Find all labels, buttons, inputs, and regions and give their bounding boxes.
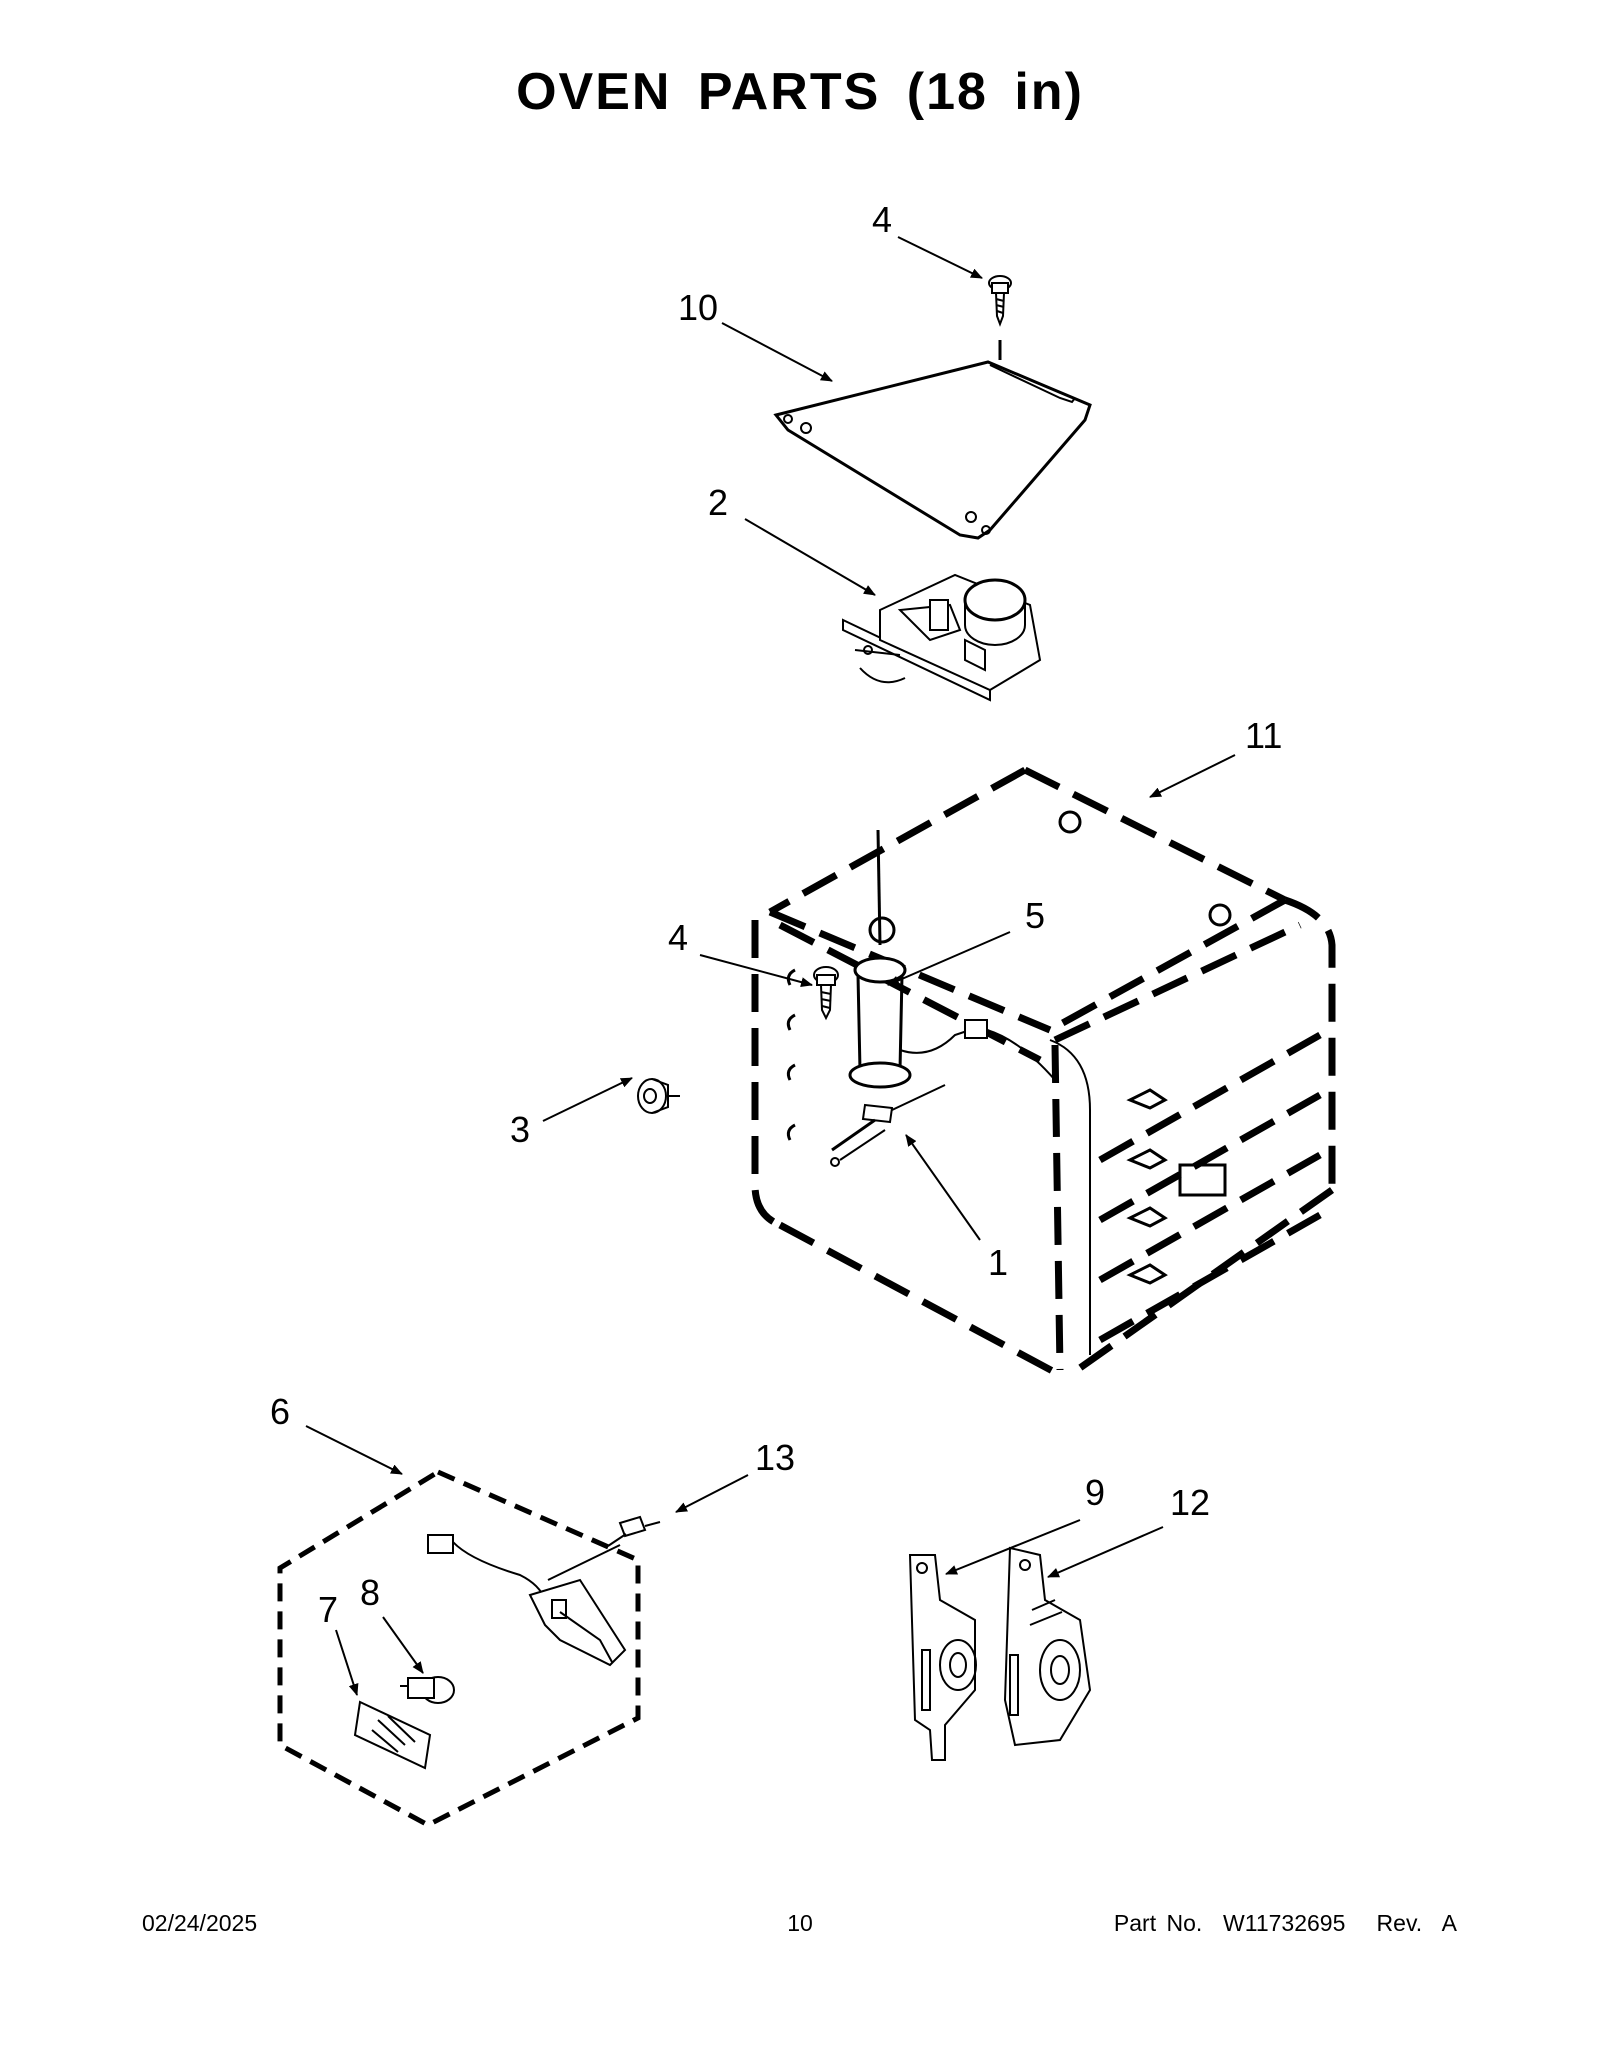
part-7-lens[interactable]	[353, 1700, 432, 1770]
callout-5: 5	[1025, 895, 1045, 936]
callout-4-side: 4	[668, 917, 688, 958]
part-4-screw-top[interactable]	[988, 275, 1012, 360]
part-9-hinge[interactable]	[908, 1554, 977, 1761]
part-12-hinge[interactable]	[1003, 1546, 1092, 1747]
callout-7: 7	[318, 1589, 338, 1630]
callout-6: 6	[270, 1391, 290, 1432]
part-4-screw-side[interactable]	[813, 966, 839, 1021]
part-13-screw[interactable]	[547, 1515, 661, 1581]
light-housing-harness	[427, 1534, 627, 1667]
part-6-light-kit-outline[interactable]	[277, 1469, 641, 1828]
callout-3: 3	[510, 1109, 530, 1150]
callout-4-top: 4	[872, 199, 892, 240]
part-8-bulb[interactable]	[400, 1676, 455, 1704]
callout-8: 8	[360, 1572, 380, 1613]
footer-page-number: 10	[787, 1910, 813, 1936]
callout-2: 2	[708, 482, 728, 523]
part-1-temperature-sensor[interactable]	[831, 1084, 946, 1152]
part-2-latch-motor-assembly[interactable]	[842, 573, 1042, 702]
footer-part-number: Part No. W11732695 Rev. A	[1113, 1910, 1457, 1936]
leader-lines	[305, 236, 1236, 1696]
footer-date: 02/24/2025	[142, 1910, 258, 1936]
part-11-oven-cavity[interactable]	[751, 766, 1336, 1379]
callout-9: 9	[1085, 1472, 1105, 1513]
callout-1: 1	[988, 1242, 1008, 1283]
part-3-knob[interactable]	[637, 1078, 680, 1114]
callout-10: 10	[678, 287, 718, 328]
part-10-cover-plate[interactable]	[773, 360, 1092, 540]
callout-12: 12	[1170, 1482, 1210, 1523]
callout-11: 11	[1245, 715, 1282, 756]
part-5-light-socket[interactable]	[848, 956, 1056, 1089]
callout-13: 13	[755, 1437, 795, 1478]
page-title: OVEN PARTS (18 in)	[516, 63, 1084, 121]
